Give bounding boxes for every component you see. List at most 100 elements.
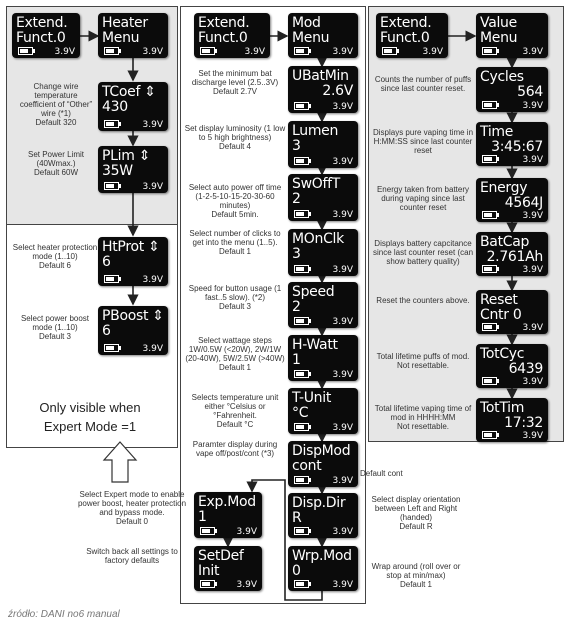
battery-icon [294,423,311,431]
time-description: Displays pure vaping time in H:MM:SS sin… [372,128,474,155]
reset-value: Cntr 0 [480,307,522,323]
wrpmod-label: Wrp.Mod [292,548,352,564]
battery-voltage: 3.9V [522,155,543,165]
battery-voltage: 3.9V [142,120,163,130]
battery-icon [382,47,399,55]
hwatt-label: H-Watt [292,337,338,353]
battery-icon [482,431,499,439]
tcoef-description: Change wire temperature coefficient of “… [19,82,93,127]
ext3-label: Extend. [380,15,432,31]
battery-voltage: 3.9V [244,47,265,57]
totcyc-label: TotCyc [480,346,525,362]
battery-voltage: 3.9V [142,47,163,57]
battery-voltage: 3.9V [332,527,353,537]
battery-voltage: 3.9V [332,317,353,327]
pboost-screen: PBoost ⇕6 3.9V [98,306,168,355]
time-label: Time [480,124,514,140]
tunit-value: °C [292,405,309,421]
speed-description: Speed for button usage (1 fast..5 slow).… [188,284,282,311]
battery-icon [294,210,311,218]
ext1-value: Funct.0 [16,30,66,46]
cycles-value: 564 [517,84,543,100]
battery-voltage: 3.9V [332,47,353,57]
wrpmod-value: 0 [292,563,301,579]
heater-label: Heater [102,15,148,31]
reset-description: Reset the counters above. [376,296,470,305]
hwatt-description: Select wattage steps 1W/0.5W (<20W), 2W/… [185,336,285,372]
value-label: Value [480,15,517,31]
monclk-label: MOnClk [292,231,344,247]
plim-value: 35W [102,163,133,179]
battery-icon [482,47,499,55]
monclk-value: 3 [292,246,301,262]
dispdir-value: R [292,510,302,526]
dispmod-value: cont [292,458,322,474]
battery-icon [482,265,499,273]
dispdir-label: Disp.Dir [292,495,346,511]
tunit-description: Selects temperature unit either °Celsius… [191,393,279,429]
source-caption: źródło: DANI no6 manual [8,609,120,620]
setdef-value: Init [198,563,220,579]
swoff-label: SwOffT [292,176,340,192]
dispmod-default-description: Default cont [360,469,403,478]
cycles-label: Cycles [480,69,524,85]
energy-value: 4564J [504,195,544,211]
battery-voltage: 3.9V [332,423,353,433]
pboost-label: PBoost ⇕ [102,308,164,324]
battery-icon [482,211,499,219]
battery-voltage: 3.9V [236,527,257,537]
battery-icon [200,580,217,588]
monclk-description: Select number of clicks to get into the … [189,229,281,256]
plim-description: Set Power Limit (40Wmax.) Default 60W [27,150,85,177]
ubat-description: Set the minimum bat discharge level (2.5… [191,69,279,96]
setdef-label: SetDef [198,548,244,564]
battery-voltage: 3.9V [522,47,543,57]
expmod-label: Exp.Mod [198,494,256,510]
swoff-description: Select auto power off time (1-2-5-10-15-… [188,183,282,219]
expmod-value: 1 [198,509,207,525]
arrow-wrpmod-expmod [246,479,323,601]
battery-voltage: 3.9V [142,344,163,354]
batcap-value: 2.761Ah [486,249,544,265]
battery-voltage: 3.9V [54,47,75,57]
battery-voltage: 3.9V [142,275,163,285]
battery-voltage: 3.9V [332,370,353,380]
battery-voltage: 3.9V [332,157,353,167]
battery-icon [18,47,35,55]
cycles-description: Counts the number of puffs since last co… [374,75,472,93]
battery-icon [104,47,121,55]
battery-voltage: 3.9V [522,265,543,275]
setdef-description: Switch back all settings to factory defa… [86,547,178,565]
battery-voltage: 3.9V [332,265,353,275]
battery-icon [294,265,311,273]
battery-icon [104,120,121,128]
battery-icon [482,101,499,109]
totcyc-value: 6439 [508,361,544,377]
htprot-label: HtProt ⇕ [102,239,160,255]
battery-voltage: 3.9V [522,377,543,387]
tottim-value: 17:32 [504,415,543,431]
battery-icon [200,47,217,55]
tunit-screen: T-Unit°C 3.9V [288,388,358,434]
battery-icon [294,317,311,325]
expert-mode-note: Only visible when Expert Mode =1 [39,400,141,434]
battery-icon [104,344,121,352]
pboost-value: 6 [102,323,111,339]
tunit-label: T-Unit [292,390,332,406]
battery-icon [294,157,311,165]
speed-label: Speed [292,284,335,300]
battery-icon [482,155,499,163]
value-value: Menu [480,30,518,46]
